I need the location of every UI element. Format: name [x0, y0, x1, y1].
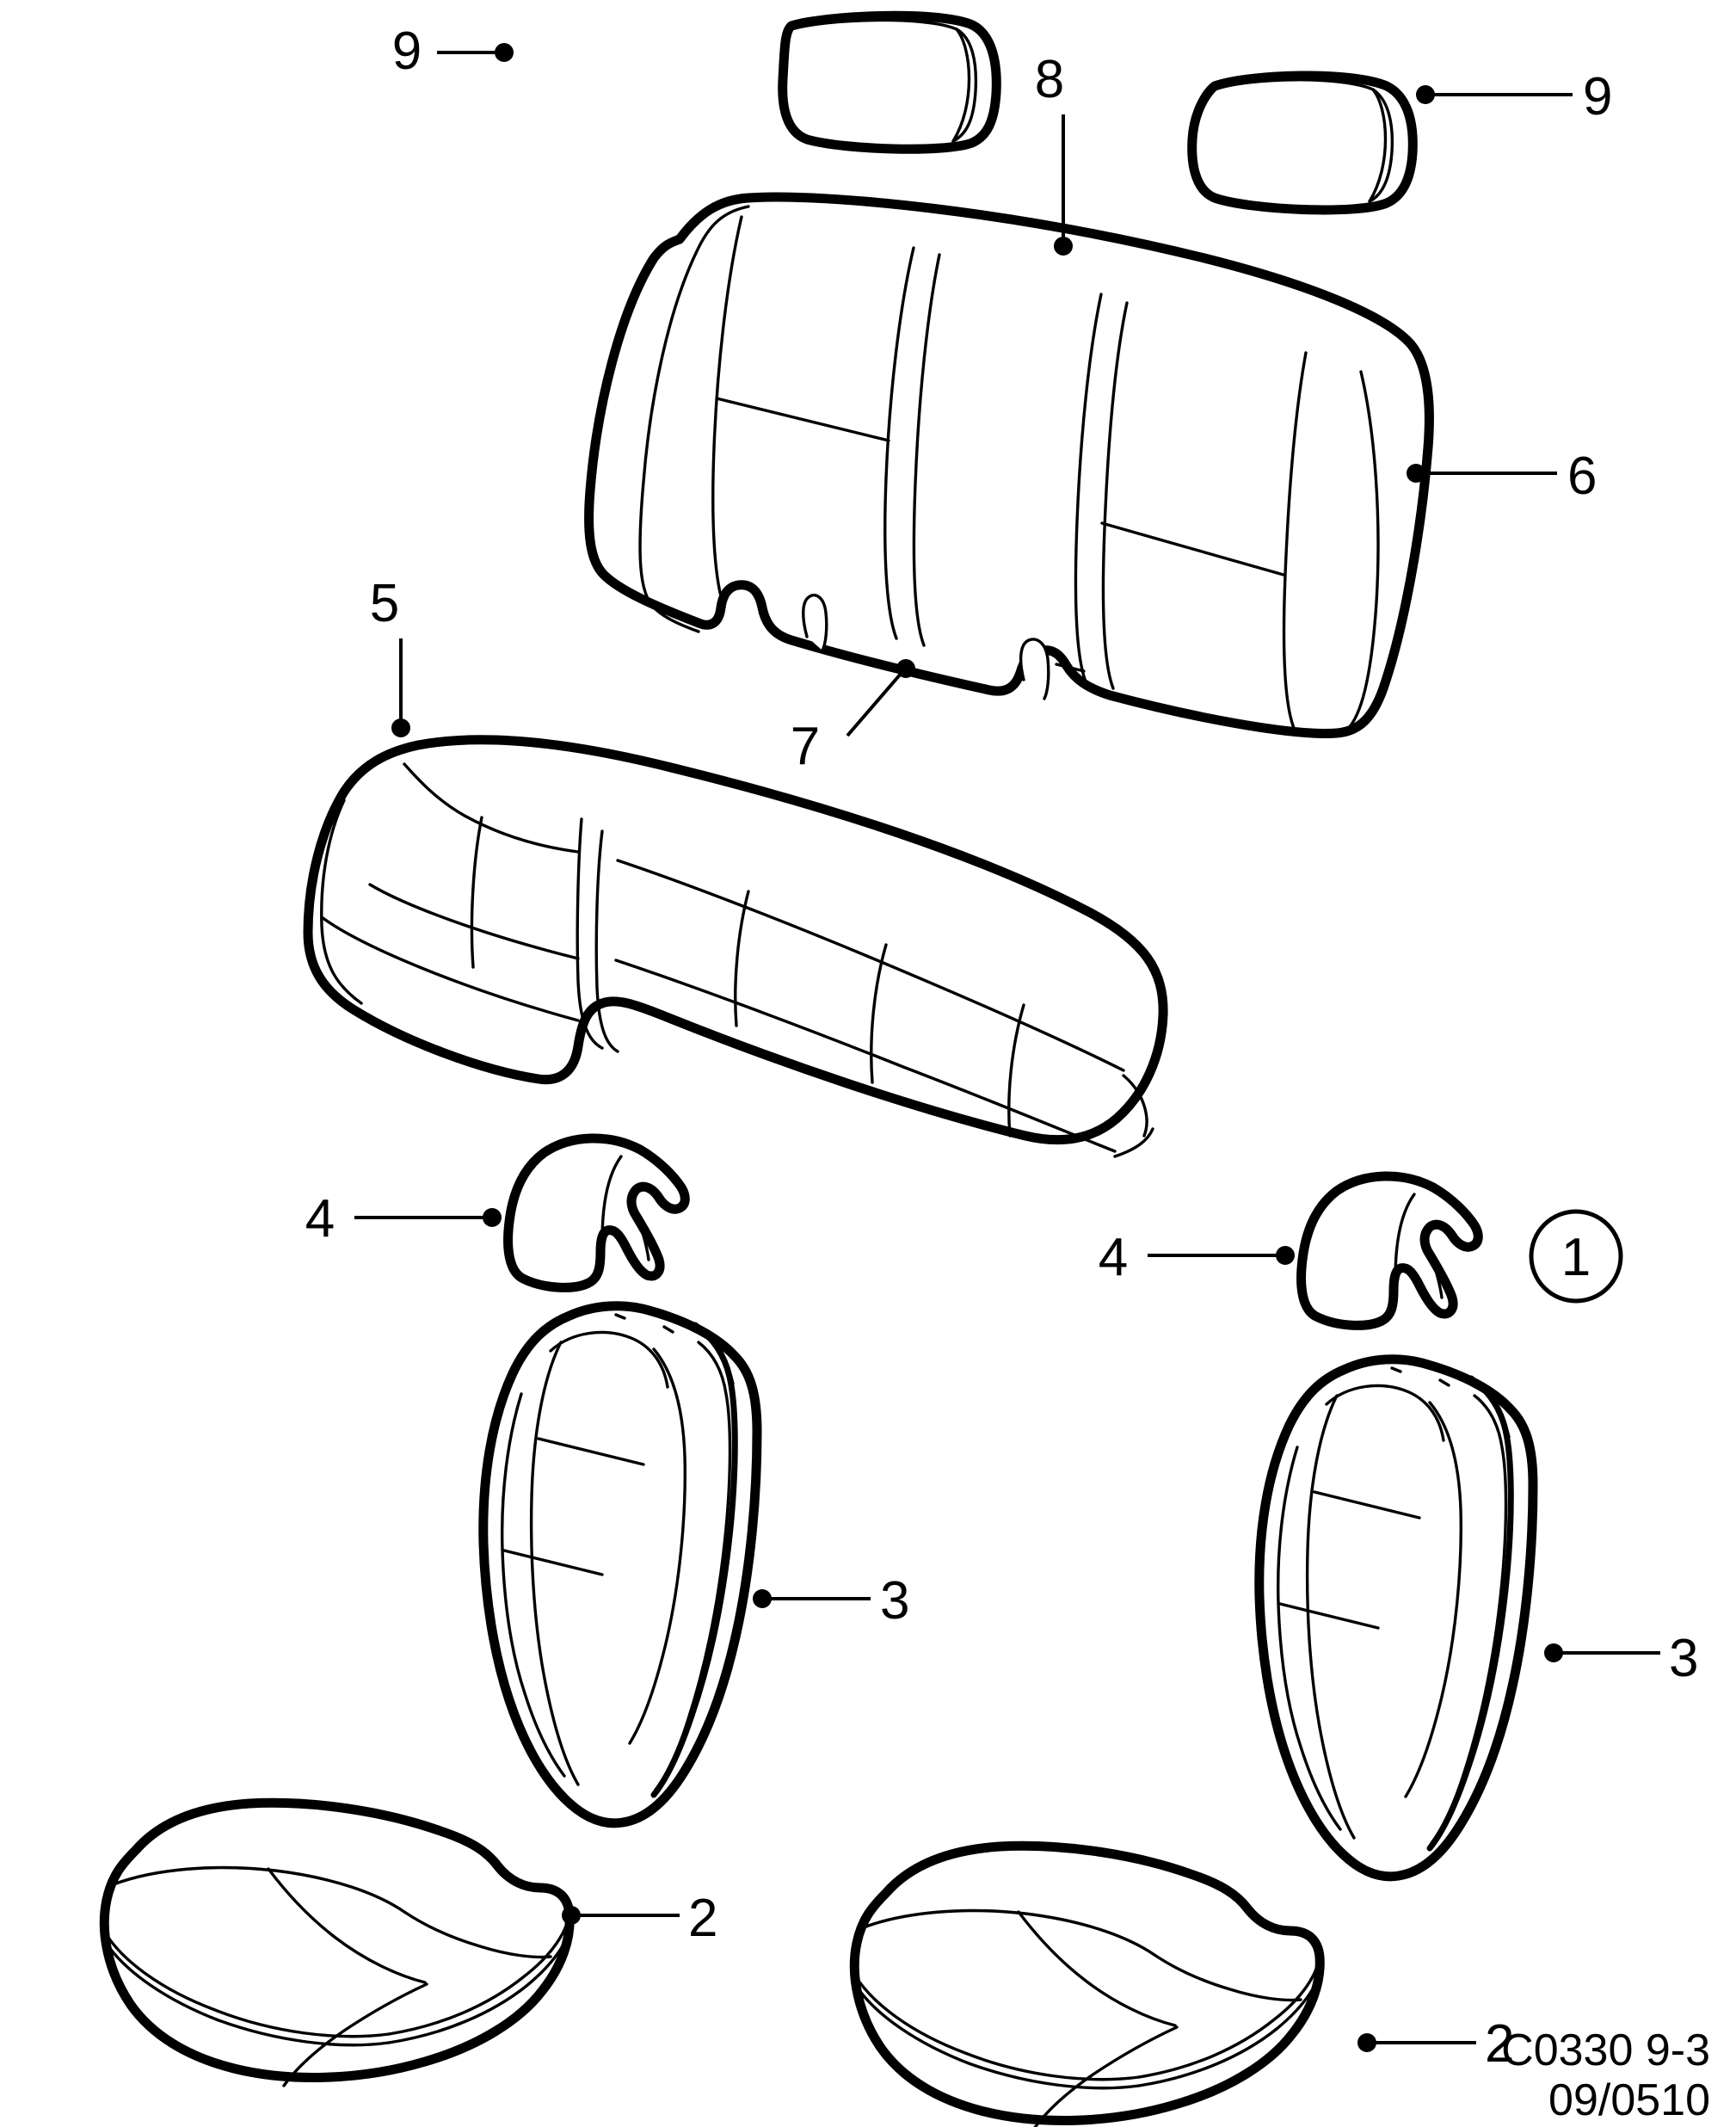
callout-4-left[interactable]: 4: [305, 1189, 502, 1248]
callout-4-right[interactable]: 4: [1099, 1228, 1295, 1287]
callout-label: 9: [392, 22, 422, 81]
leader-dot: [391, 718, 410, 737]
part-front-seat-cushion-left[interactable]: [99, 1797, 575, 2087]
callout-8[interactable]: 8: [1035, 50, 1073, 256]
callout-label: 3: [1669, 1629, 1698, 1688]
reference-code: C0330 9-3: [1501, 2025, 1710, 2075]
callout-3-left[interactable]: 3: [753, 1571, 909, 1631]
callout-label: 5: [370, 574, 399, 633]
leader-dot: [1276, 1246, 1295, 1265]
callout-label: 4: [1099, 1228, 1128, 1287]
callout-5[interactable]: 5: [370, 574, 410, 737]
callout-label: 3: [880, 1571, 909, 1631]
part-front-seat-back-left[interactable]: [478, 1301, 762, 1828]
leader-dot: [495, 43, 514, 62]
leader-line: [846, 671, 903, 737]
part-front-seat-cushion-right[interactable]: [849, 1840, 1325, 2127]
callout-label: 7: [791, 717, 820, 776]
part-front-head-restraint-left[interactable]: [503, 1133, 690, 1292]
footer-block: C0330 9-3 09/0510: [1501, 2025, 1710, 2125]
revision-date: 09/0510: [1548, 2075, 1710, 2125]
part-front-head-restraint-right[interactable]: [1296, 1171, 1483, 1330]
callout-group: 9 8 9 6: [305, 22, 1699, 2074]
callout-circle-outline: [1529, 1209, 1623, 1304]
part-rear-head-restraint-left[interactable]: [778, 10, 1001, 154]
callout-label: 4: [305, 1189, 335, 1248]
leader-dot: [1544, 1643, 1563, 1662]
part-rear-seat-back[interactable]: [584, 192, 1434, 738]
callout-6[interactable]: 6: [1407, 447, 1597, 506]
leader-dot: [896, 659, 915, 678]
part-rear-head-restraint-right[interactable]: [1187, 71, 1418, 215]
callout-2-right[interactable]: 2: [1357, 2014, 1514, 2074]
callout-label: 9: [1583, 67, 1612, 126]
callout-label: 8: [1035, 50, 1064, 109]
leader-dot: [1357, 2033, 1376, 2052]
callout-label: 2: [1485, 2014, 1514, 2074]
callout-3-right[interactable]: 3: [1544, 1629, 1698, 1688]
callout-7[interactable]: 7: [791, 659, 915, 776]
leader-dot: [1054, 237, 1073, 256]
callout-9-left[interactable]: 9: [392, 22, 514, 81]
part-rear-seat-cushion[interactable]: [303, 735, 1168, 1158]
part-front-seat-back-right[interactable]: [1254, 1354, 1538, 1882]
leader-dot: [1407, 464, 1425, 483]
leader-dot: [1416, 85, 1435, 104]
callout-label: 1: [1561, 1228, 1591, 1287]
leader-dot: [753, 1589, 772, 1608]
leader-dot: [483, 1208, 502, 1227]
leader-dot: [562, 1906, 581, 1925]
callout-label: 6: [1567, 447, 1597, 506]
callout-1-circled[interactable]: 1: [1529, 1209, 1623, 1304]
callout-2-left[interactable]: 2: [562, 1889, 717, 1948]
callout-label: 2: [688, 1889, 717, 1948]
callout-9-right[interactable]: 9: [1416, 67, 1612, 126]
